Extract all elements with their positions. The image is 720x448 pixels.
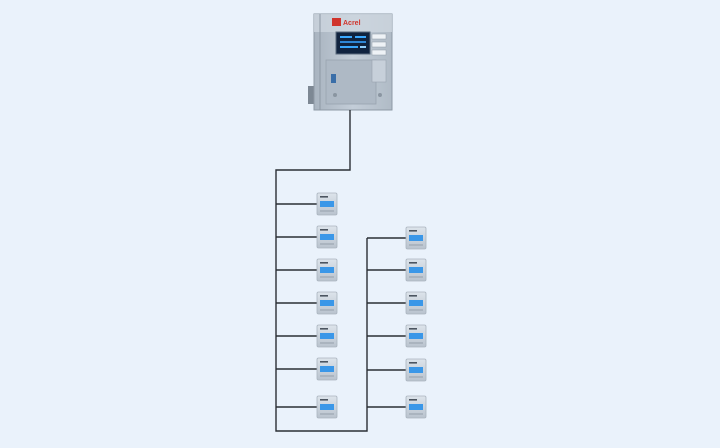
meter-terminal-strip bbox=[320, 243, 334, 245]
meter-terminal-strip bbox=[409, 244, 423, 246]
meter-label bbox=[320, 262, 328, 264]
screw-icon bbox=[333, 93, 337, 97]
meter-label bbox=[320, 361, 328, 363]
meter-label bbox=[320, 295, 328, 297]
mounting-tab bbox=[308, 86, 318, 104]
meter-label bbox=[409, 262, 417, 264]
meter-terminal-strip bbox=[409, 276, 423, 278]
bus-wiring bbox=[275, 110, 407, 432]
meter-device bbox=[316, 192, 338, 216]
meter-screen bbox=[320, 267, 334, 273]
meter-device bbox=[405, 358, 427, 382]
meter-screen bbox=[409, 300, 423, 306]
brand-logo: Acrel bbox=[332, 18, 361, 27]
meter-screen bbox=[409, 404, 423, 410]
vent-panel bbox=[371, 59, 387, 83]
meter-terminal-strip bbox=[320, 342, 334, 344]
meter-terminal-strip bbox=[409, 413, 423, 415]
display-readout bbox=[340, 36, 366, 48]
meter-device bbox=[316, 357, 338, 381]
meter-terminal-strip bbox=[320, 210, 334, 212]
meter-device bbox=[405, 291, 427, 315]
meter-label bbox=[409, 399, 417, 401]
meter-terminal-strip bbox=[320, 375, 334, 377]
status-indicator bbox=[331, 74, 336, 83]
meter-device bbox=[316, 324, 338, 348]
meter-terminal-strip bbox=[409, 376, 423, 378]
meter-screen bbox=[409, 235, 423, 241]
meter-label bbox=[409, 295, 417, 297]
meter-device bbox=[316, 225, 338, 249]
meter-device bbox=[405, 324, 427, 348]
meter-device bbox=[405, 226, 427, 250]
meter-screen bbox=[409, 267, 423, 273]
meter-screen bbox=[409, 367, 423, 373]
meter-terminal-strip bbox=[409, 342, 423, 344]
meter-device bbox=[316, 258, 338, 282]
meter-label bbox=[320, 229, 328, 231]
meter-terminal-strip bbox=[320, 309, 334, 311]
meter-device bbox=[316, 291, 338, 315]
meter-screen bbox=[320, 333, 334, 339]
meter-screen bbox=[320, 300, 334, 306]
screw-icon bbox=[378, 93, 382, 97]
meter-screen bbox=[320, 201, 334, 207]
meter-device bbox=[405, 395, 427, 419]
meter-label bbox=[409, 230, 417, 232]
meter-label bbox=[320, 196, 328, 198]
meter-group bbox=[316, 192, 427, 419]
brand-logo-text: Acrel bbox=[343, 20, 361, 27]
meter-label bbox=[320, 328, 328, 330]
meter-label bbox=[409, 362, 417, 364]
meter-screen bbox=[320, 366, 334, 372]
keypad bbox=[371, 33, 387, 56]
host-monitoring-device: Acrel bbox=[308, 13, 393, 111]
meter-device bbox=[405, 258, 427, 282]
meter-screen bbox=[320, 404, 334, 410]
meter-label bbox=[320, 399, 328, 401]
meter-screen bbox=[320, 234, 334, 240]
meter-terminal-strip bbox=[320, 413, 334, 415]
meter-terminal-strip bbox=[409, 309, 423, 311]
trunk-cable bbox=[275, 110, 368, 432]
meter-device bbox=[316, 395, 338, 419]
meter-label bbox=[409, 328, 417, 330]
meter-screen bbox=[409, 333, 423, 339]
meter-terminal-strip bbox=[320, 276, 334, 278]
